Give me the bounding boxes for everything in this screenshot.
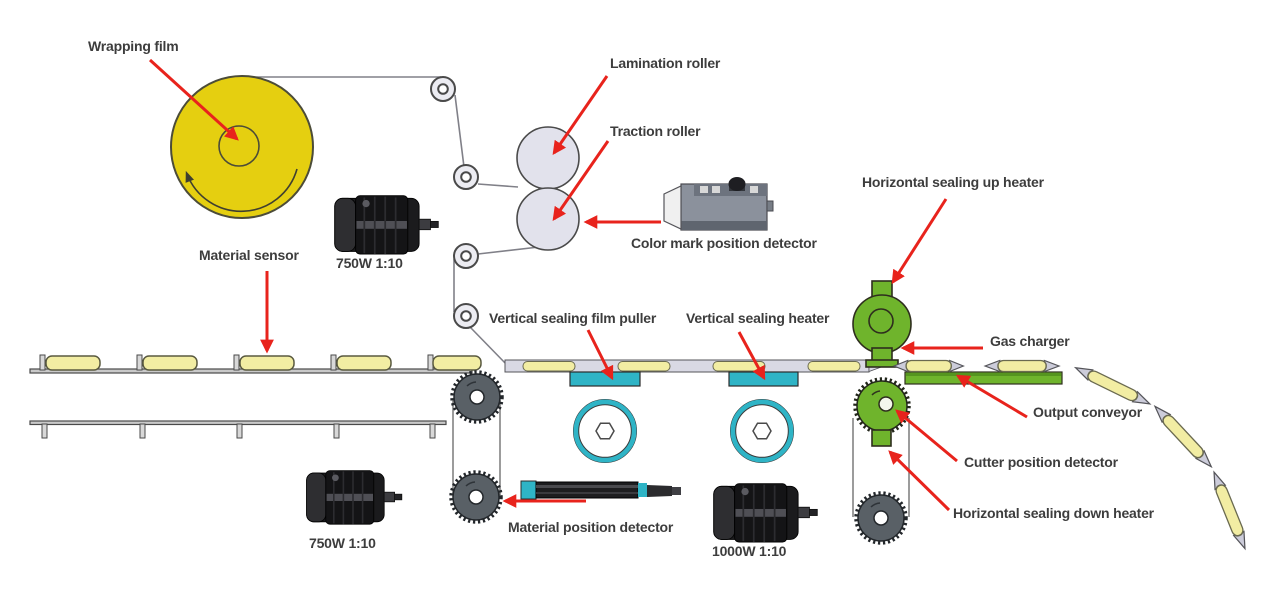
horizontal-sealing-up-heater	[852, 280, 912, 368]
output-conveyor	[904, 371, 1063, 385]
product-in-tube	[522, 361, 576, 372]
arrow-wrapping-film	[148, 58, 239, 141]
product-item	[45, 355, 101, 371]
motor-1000w	[712, 482, 819, 543]
arrow-cutter-position-detector	[895, 409, 958, 463]
detector-knob	[728, 177, 746, 191]
label-horizontal-sealing-down-heater: Horizontal sealing down heater	[953, 505, 1154, 521]
sealed-package-falling	[1150, 401, 1217, 472]
label-gas-charger: Gas charger	[990, 333, 1070, 349]
label-lamination-roller: Lamination roller	[610, 55, 721, 71]
vertical-sealing-film-puller	[569, 371, 641, 387]
motor-750w-top	[333, 194, 440, 255]
sealed-package	[984, 359, 1060, 373]
sealing-wheel	[731, 400, 794, 463]
product-in-tube	[617, 361, 671, 372]
label-motor-top: 750W 1:10	[336, 255, 403, 271]
label-traction-roller: Traction roller	[610, 123, 701, 139]
sealing-wheel	[574, 400, 637, 463]
arrow-vertical-sealing-film-puller	[586, 329, 614, 381]
annotation-arrows	[148, 58, 1028, 512]
rotation-arrow	[185, 168, 298, 213]
cutter-drive-sprocket	[857, 494, 906, 543]
motor-750w-bottom	[305, 469, 403, 526]
cutter-position-detector	[878, 396, 894, 412]
film-tube	[504, 359, 886, 373]
product-item	[239, 355, 295, 371]
label-material-position-detector: Material position detector	[508, 519, 674, 535]
label-horizontal-sealing-up-heater: Horizontal sealing up heater	[862, 174, 1044, 190]
drive-sprocket-lower	[452, 473, 501, 522]
label-motor-bottom-left: 750W 1:10	[309, 535, 376, 551]
product-item	[142, 355, 198, 371]
film-path	[242, 76, 540, 367]
film-idler-pulley	[453, 303, 479, 329]
label-cutter-position-detector: Cutter position detector	[964, 454, 1118, 470]
label-vertical-sealing-film-puller: Vertical sealing film puller	[489, 310, 657, 326]
label-wrapping-film: Wrapping film	[88, 38, 179, 54]
product-item	[432, 355, 482, 371]
label-output-conveyor: Output conveyor	[1033, 404, 1143, 420]
material-position-detector	[520, 480, 681, 500]
label-vertical-sealing-heater: Vertical sealing heater	[686, 310, 830, 326]
infeed-conveyor	[29, 354, 482, 439]
cutter-drive-chain	[852, 418, 910, 517]
lamination-roller	[516, 126, 580, 190]
label-material-sensor: Material sensor	[199, 247, 299, 263]
film-idler-pulley	[453, 243, 479, 269]
drive-sprocket-upper	[453, 373, 502, 422]
arrow-traction-roller	[552, 140, 610, 222]
color-mark-position-detector	[663, 177, 774, 231]
arrow-lamination-roller	[552, 75, 609, 156]
sealed-package-falling	[1072, 362, 1153, 410]
label-color-mark-position-detector: Color mark position detector	[631, 235, 817, 251]
sealed-package	[893, 359, 965, 373]
horizontal-sealing-down-heater	[853, 377, 911, 447]
arrow-output-conveyor	[955, 374, 1028, 419]
arrow-horizontal-sealing-down-heater	[888, 450, 951, 512]
arrow-horizontal-sealing-up-heater	[891, 198, 948, 285]
infeed-drive-chain	[452, 400, 501, 495]
film-idler-pulley	[430, 76, 456, 102]
sealed-package-falling	[1208, 469, 1251, 552]
arrow-vertical-sealing-heater	[737, 331, 766, 381]
product-item	[336, 355, 392, 371]
label-motor-bottom-right: 1000W 1:10	[712, 543, 787, 559]
product-in-tube	[807, 361, 861, 372]
film-idler-pulley	[453, 164, 479, 190]
